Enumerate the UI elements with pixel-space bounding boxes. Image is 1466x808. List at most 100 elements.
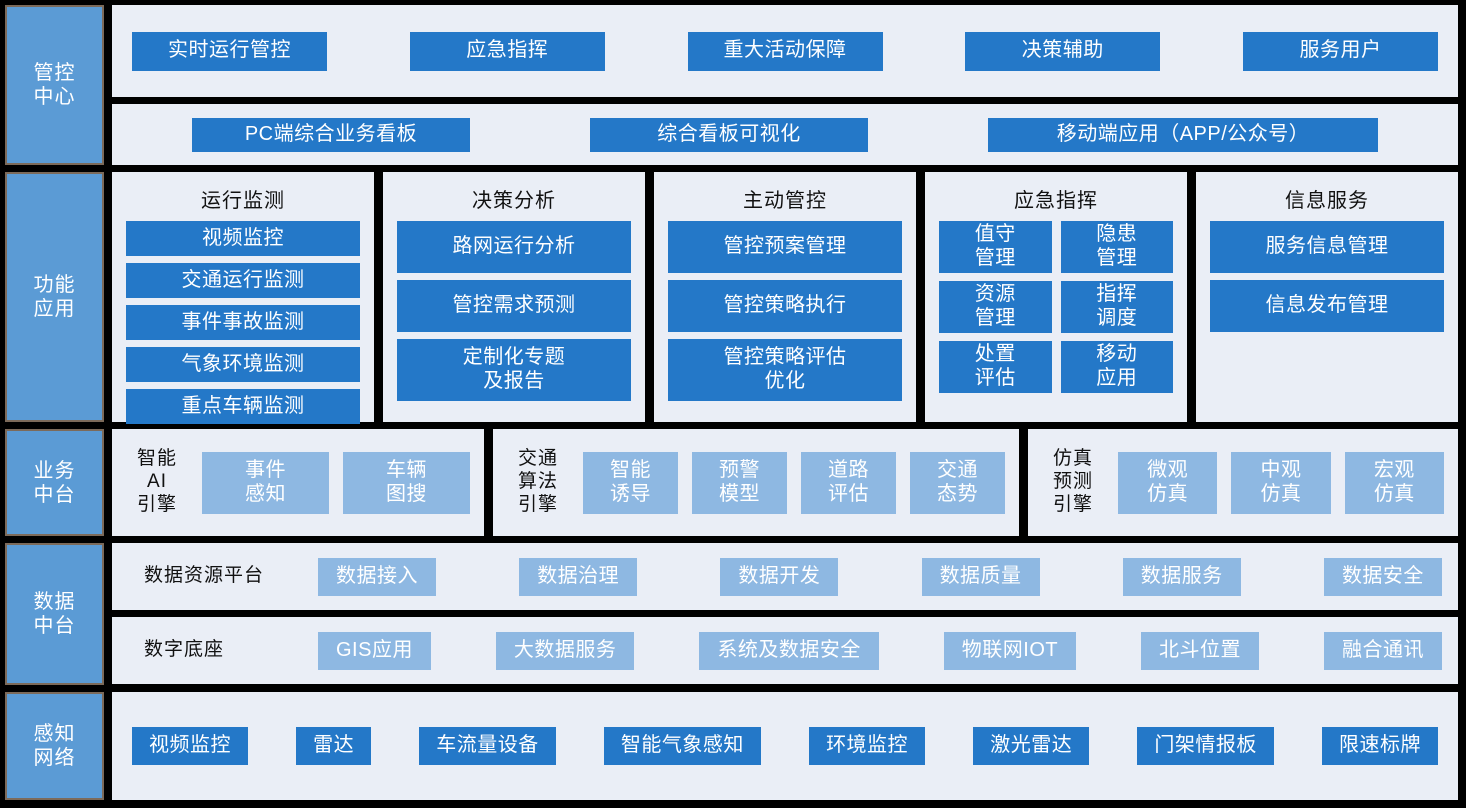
func-column-title: 运行监测 bbox=[201, 190, 285, 212]
layer-label-business-platform: 业务 中台 bbox=[5, 429, 104, 536]
chip-data-quality[interactable]: 数据质量 bbox=[921, 557, 1040, 596]
biz-group-traffic-algorithm-engine: 交通 算法 引擎 智能 诱导 预警 模型 道路 评估 交通 态势 bbox=[493, 429, 1019, 536]
chip-control-demand-forecast[interactable]: 管控需求预测 bbox=[397, 280, 631, 332]
func-column-operation-monitoring: 运行监测 视频监控 交通运行监测 事件事故监测 气象环境监测 重点车辆监测 bbox=[112, 172, 374, 424]
chip-control-strategy-execution[interactable]: 管控策略执行 bbox=[668, 280, 902, 332]
chip-traffic-situation[interactable]: 交通 态势 bbox=[910, 451, 1005, 514]
func-item-list: 管控预案管理 管控策略执行 管控策略评估 优化 bbox=[668, 221, 902, 401]
chip-major-event-guarantee[interactable]: 重大活动保障 bbox=[687, 31, 883, 71]
func-column-information-service: 信息服务 服务信息管理 信息发布管理 bbox=[1196, 172, 1458, 422]
chip-warning-model[interactable]: 预警 模型 bbox=[692, 451, 787, 514]
chip-pc-business-dashboard[interactable]: PC端综合业务看板 bbox=[192, 117, 470, 152]
digital-foundation-row: 数字底座 GIS应用 大数据服务 系统及数据安全 物联网IOT 北斗位置 融合通… bbox=[112, 617, 1458, 684]
layer-body-functional-apps: 运行监测 视频监控 交通运行监测 事件事故监测 气象环境监测 重点车辆监测 决策… bbox=[112, 172, 1458, 424]
chip-iot[interactable]: 物联网IOT bbox=[943, 631, 1077, 670]
chip-smart-weather-sensing[interactable]: 智能气象感知 bbox=[603, 727, 761, 765]
data-resource-platform-row: 数据资源平台 数据接入 数据治理 数据开发 数据质量 数据服务 数据安全 bbox=[112, 543, 1458, 610]
chip-info-publishing-management[interactable]: 信息发布管理 bbox=[1210, 280, 1444, 332]
chip-data-development[interactable]: 数据开发 bbox=[720, 557, 839, 596]
chip-micro-simulation[interactable]: 微观 仿真 bbox=[1118, 451, 1218, 514]
chip-disposal-evaluation[interactable]: 处置 评估 bbox=[939, 341, 1052, 393]
chip-smart-guidance[interactable]: 智能 诱导 bbox=[583, 451, 678, 514]
chip-gantry-info-board[interactable]: 门架情报板 bbox=[1137, 727, 1274, 765]
chip-custom-topic-report[interactable]: 定制化专题 及报告 bbox=[397, 339, 631, 401]
func-column-title: 决策分析 bbox=[472, 190, 556, 212]
func-item-grid: 值守 管理 隐患 管理 资源 管理 指挥 调度 处置 评估 移动 应用 bbox=[939, 221, 1173, 393]
control-center-channels-panel: PC端综合业务看板 综合看板可视化 移动端应用（APP/公众号） bbox=[112, 104, 1458, 165]
chip-command-dispatch[interactable]: 指挥 调度 bbox=[1060, 281, 1173, 333]
biz-group-title: 仿真 预测 引擎 bbox=[1052, 448, 1093, 515]
layer-label-control-center: 管控 中心 bbox=[5, 5, 104, 165]
chip-road-evaluation[interactable]: 道路 评估 bbox=[801, 451, 896, 514]
data-chip-list: GIS应用 大数据服务 系统及数据安全 物联网IOT 北斗位置 融合通讯 bbox=[318, 631, 1442, 670]
chip-big-data-service[interactable]: 大数据服务 bbox=[495, 631, 635, 670]
func-column-title: 应急指挥 bbox=[1014, 190, 1098, 212]
layer-perception-network: 感知 网络 视频监控 雷达 车流量设备 智能气象感知 环境监控 激光雷达 门架情… bbox=[0, 692, 1466, 800]
layer-functional-apps: 功能 应用 运行监测 视频监控 交通运行监测 事件事故监测 气象环境监测 重点车… bbox=[0, 172, 1466, 424]
layer-body-perception-network: 视频监控 雷达 车流量设备 智能气象感知 环境监控 激光雷达 门架情报板 限速标… bbox=[112, 692, 1458, 800]
control-center-scenarios-panel: 实时运行管控 应急指挥 重大活动保障 决策辅助 服务用户 bbox=[112, 5, 1458, 97]
chip-decision-support[interactable]: 决策辅助 bbox=[965, 31, 1161, 71]
func-item-list: 视频监控 交通运行监测 事件事故监测 气象环境监测 重点车辆监测 bbox=[126, 221, 360, 424]
func-column-decision-analysis: 决策分析 路网运行分析 管控需求预测 定制化专题 及报告 bbox=[383, 172, 645, 422]
chip-service-info-management[interactable]: 服务信息管理 bbox=[1210, 221, 1444, 273]
chip-beidou-positioning[interactable]: 北斗位置 bbox=[1141, 631, 1260, 670]
biz-group-ai-engine: 智能 AI 引擎 事件 感知 车辆 图搜 bbox=[112, 429, 484, 536]
chip-realtime-ops-control[interactable]: 实时运行管控 bbox=[132, 31, 327, 71]
chip-vehicle-image-search[interactable]: 车辆 图搜 bbox=[343, 451, 470, 514]
chip-environment-monitoring[interactable]: 环境监控 bbox=[809, 727, 926, 765]
chip-lidar[interactable]: 激光雷达 bbox=[973, 727, 1090, 765]
chip-serve-users[interactable]: 服务用户 bbox=[1243, 31, 1438, 71]
layer-data-platform: 数据 中台 数据资源平台 数据接入 数据治理 数据开发 数据质量 数据服务 数据… bbox=[0, 543, 1466, 685]
biz-group-title: 智能 AI 引擎 bbox=[136, 448, 177, 515]
layer-label-data-platform: 数据 中台 bbox=[5, 543, 104, 685]
chip-gis-application[interactable]: GIS应用 bbox=[318, 631, 431, 670]
chip-data-governance[interactable]: 数据治理 bbox=[519, 557, 638, 596]
chip-control-plan-management[interactable]: 管控预案管理 bbox=[668, 221, 902, 273]
layer-business-platform: 业务 中台 智能 AI 引擎 事件 感知 车辆 图搜 交通 算法 引擎 智能 诱… bbox=[0, 429, 1466, 536]
chip-event-perception[interactable]: 事件 感知 bbox=[202, 451, 329, 514]
chip-traffic-flow-device[interactable]: 车流量设备 bbox=[419, 727, 556, 765]
chip-speed-limit-sign[interactable]: 限速标牌 bbox=[1321, 727, 1438, 765]
chip-resource-management[interactable]: 资源 管理 bbox=[939, 281, 1052, 333]
func-item-list: 路网运行分析 管控需求预测 定制化专题 及报告 bbox=[397, 221, 631, 401]
chip-dashboard-visualization[interactable]: 综合看板可视化 bbox=[590, 117, 868, 152]
chip-meso-simulation[interactable]: 中观 仿真 bbox=[1231, 451, 1331, 514]
data-chip-list: 数据接入 数据治理 数据开发 数据质量 数据服务 数据安全 bbox=[318, 557, 1442, 596]
chip-mobile-application[interactable]: 移动端应用（APP/公众号） bbox=[988, 117, 1378, 152]
chip-incident-accident-monitoring[interactable]: 事件事故监测 bbox=[126, 305, 360, 340]
chip-road-network-analysis[interactable]: 路网运行分析 bbox=[397, 221, 631, 273]
chip-radar[interactable]: 雷达 bbox=[296, 727, 372, 765]
chip-converged-communication[interactable]: 融合通讯 bbox=[1323, 631, 1442, 670]
chip-traffic-operation-monitoring[interactable]: 交通运行监测 bbox=[126, 263, 360, 298]
chip-control-strategy-evaluation[interactable]: 管控策略评估 优化 bbox=[668, 339, 902, 401]
func-item-list: 服务信息管理 信息发布管理 bbox=[1210, 221, 1444, 332]
biz-group-title: 交通 算法 引擎 bbox=[517, 448, 558, 515]
func-column-title: 信息服务 bbox=[1285, 190, 1369, 212]
chip-macro-simulation[interactable]: 宏观 仿真 bbox=[1344, 451, 1444, 514]
chip-emergency-command[interactable]: 应急指挥 bbox=[409, 31, 605, 71]
chip-hazard-management[interactable]: 隐患 管理 bbox=[1060, 221, 1173, 273]
layer-label-perception-network: 感知 网络 bbox=[5, 692, 104, 800]
perception-device-panel: 视频监控 雷达 车流量设备 智能气象感知 环境监控 激光雷达 门架情报板 限速标… bbox=[112, 692, 1458, 800]
layer-control-center: 管控 中心 实时运行管控 应急指挥 重大活动保障 决策辅助 服务用户 PC端综合… bbox=[0, 5, 1466, 165]
chip-video-surveillance-device[interactable]: 视频监控 bbox=[132, 727, 248, 765]
func-column-emergency-command: 应急指挥 值守 管理 隐患 管理 资源 管理 指挥 调度 处置 评估 移动 应用 bbox=[925, 172, 1187, 422]
chip-weather-environment-monitoring[interactable]: 气象环境监测 bbox=[126, 347, 360, 382]
chip-data-service[interactable]: 数据服务 bbox=[1122, 557, 1241, 596]
chip-mobile-application-emergency[interactable]: 移动 应用 bbox=[1060, 341, 1173, 393]
chip-key-vehicle-monitoring[interactable]: 重点车辆监测 bbox=[126, 389, 360, 424]
layer-body-business-platform: 智能 AI 引擎 事件 感知 车辆 图搜 交通 算法 引擎 智能 诱导 预警 模… bbox=[112, 429, 1458, 536]
data-row-title: 数字底座 bbox=[144, 639, 225, 661]
chip-data-security[interactable]: 数据安全 bbox=[1323, 557, 1442, 596]
func-column-title: 主动管控 bbox=[743, 190, 827, 212]
chip-duty-management[interactable]: 值守 管理 bbox=[939, 221, 1052, 273]
data-row-title: 数据资源平台 bbox=[144, 565, 265, 587]
chip-data-ingestion[interactable]: 数据接入 bbox=[318, 557, 436, 596]
chip-video-surveillance[interactable]: 视频监控 bbox=[126, 221, 360, 256]
layer-body-control-center: 实时运行管控 应急指挥 重大活动保障 决策辅助 服务用户 PC端综合业务看板 综… bbox=[112, 5, 1458, 165]
chip-system-data-security[interactable]: 系统及数据安全 bbox=[699, 631, 879, 670]
layer-label-functional-apps: 功能 应用 bbox=[5, 172, 104, 422]
biz-group-simulation-engine: 仿真 预测 引擎 微观 仿真 中观 仿真 宏观 仿真 bbox=[1028, 429, 1458, 536]
